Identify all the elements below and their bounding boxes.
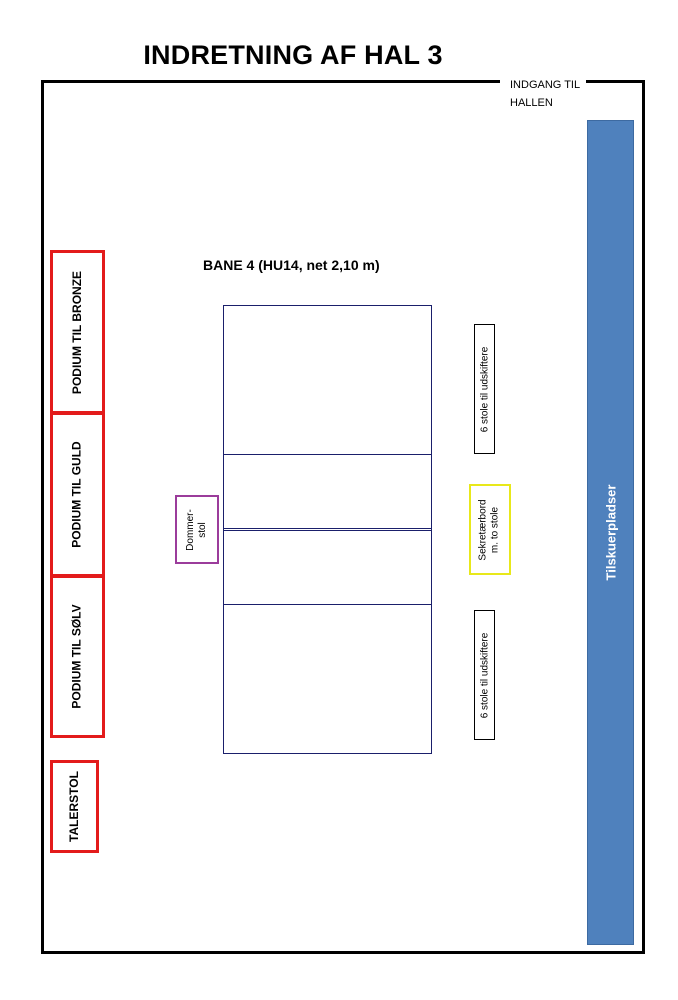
podium-bronze-label: PODIUM TIL BRONZE: [70, 270, 84, 394]
lectern-label: TALERSTOL: [67, 771, 82, 842]
referee-label: Dommer- stol: [185, 508, 209, 551]
substitute-chairs-bottom: 6 stole til udskiftere: [474, 610, 495, 740]
net-line: [223, 528, 432, 531]
hall-outline: [41, 80, 645, 954]
entrance-opening: [500, 76, 586, 86]
substitute-chairs-top-label: 6 stole til udskiftere: [479, 346, 491, 432]
attack-zone: [223, 454, 432, 605]
spectator-area: Tilskuerpladser: [587, 120, 634, 945]
substitute-chairs-bottom-label: 6 stole til udskiftere: [479, 632, 491, 718]
secretary-label: Sekretærbord m. to stole: [478, 498, 502, 561]
referee-stand: Dommer- stol: [175, 495, 219, 564]
lectern: TALERSTOL: [50, 760, 99, 853]
podium-gold-label: PODIUM TIL GULD: [70, 441, 85, 548]
podium-silver-label: PODIUM TIL SØLV: [70, 604, 85, 709]
podium-silver: PODIUM TIL SØLV: [50, 575, 105, 738]
substitute-chairs-top: 6 stole til udskiftere: [474, 324, 495, 454]
entrance-label: INDGANG TIL HALLEN: [510, 79, 580, 109]
page-title: INDRETNING AF HAL 3: [143, 40, 443, 70]
court-label: BANE 4 (HU14, net 2,10 m): [203, 257, 380, 273]
podium-bronze: PODIUM TIL BRONZE: [50, 250, 105, 414]
secretary-table: Sekretærbord m. to stole: [469, 484, 511, 575]
podium-gold: PODIUM TIL GULD: [50, 412, 105, 577]
spectator-label: Tilskuerpladser: [603, 484, 618, 581]
